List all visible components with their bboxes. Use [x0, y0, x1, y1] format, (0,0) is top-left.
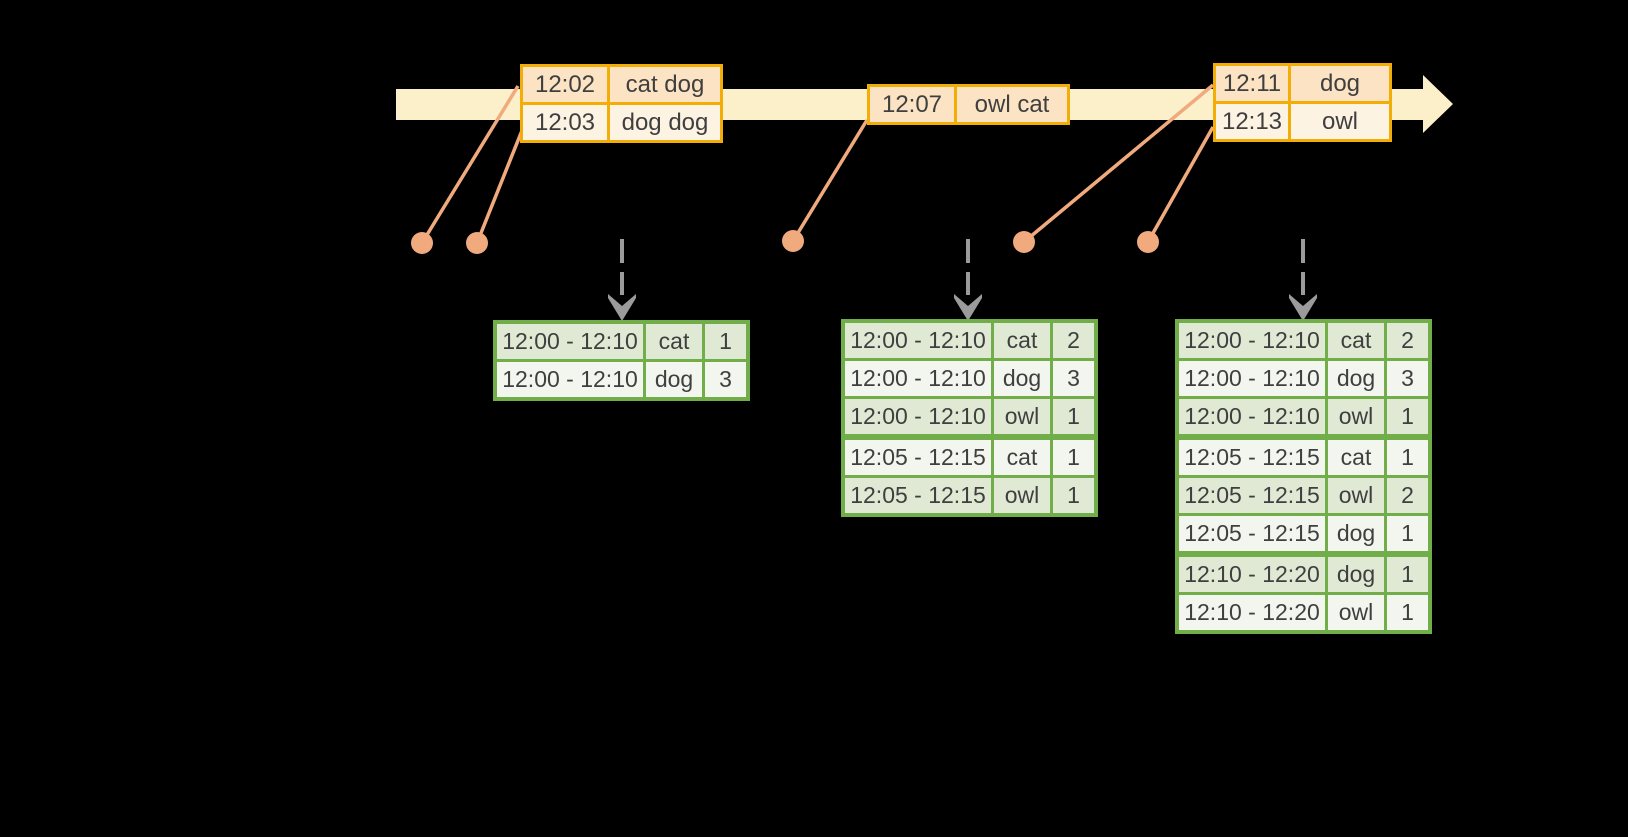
window-cell: 12:05 - 12:15 — [845, 440, 991, 475]
result-row: 12:00 - 12:10 dog 3 — [497, 362, 746, 397]
result-row: 12:05 - 12:15 cat 1 — [845, 440, 1094, 475]
count-cell: 3 — [1053, 361, 1094, 396]
result-table-3: 12:00 - 12:10 cat 2 12:00 - 12:10 dog 3 … — [1175, 319, 1432, 634]
window-cell: 12:05 - 12:15 — [1179, 516, 1325, 551]
event-dot — [1013, 231, 1035, 253]
window-cell: 12:10 - 12:20 — [1179, 557, 1325, 592]
result-row: 12:05 - 12:15 owl 1 — [845, 478, 1094, 513]
event-time-cell: 12:07 — [870, 87, 954, 122]
word-cell: owl — [1328, 478, 1384, 513]
count-cell: 2 — [1053, 323, 1094, 358]
count-cell: 3 — [705, 362, 746, 397]
count-cell: 2 — [1387, 478, 1428, 513]
event-dot — [1137, 231, 1159, 253]
result-row: 12:05 - 12:15 owl 2 — [1179, 478, 1428, 513]
window-cell: 12:00 - 12:10 — [497, 324, 643, 359]
window-cell: 12:00 - 12:10 — [845, 361, 991, 396]
event-time-cell: 12:13 — [1216, 104, 1288, 139]
window-cell: 12:00 - 12:10 — [497, 362, 643, 397]
event-row: 12:03 dog dog — [523, 105, 720, 140]
window-cell: 12:00 - 12:10 — [1179, 323, 1325, 358]
event-table-1: 12:02 cat dog 12:03 dog dog — [520, 64, 723, 143]
count-cell: 1 — [1053, 478, 1094, 513]
result-row: 12:00 - 12:10 cat 2 — [845, 323, 1094, 358]
word-cell: dog — [994, 361, 1050, 396]
count-cell: 1 — [705, 324, 746, 359]
result-table-1: 12:00 - 12:10 cat 1 12:00 - 12:10 dog 3 — [493, 320, 750, 401]
window-cell: 12:00 - 12:10 — [1179, 361, 1325, 396]
count-cell: 1 — [1387, 399, 1428, 434]
event-table-3: 12:11 dog 12:13 owl — [1213, 63, 1392, 142]
event-words-cell: dog — [1291, 66, 1389, 101]
trigger-arrow-icon — [1289, 239, 1317, 321]
result-row: 12:00 - 12:10 dog 3 — [1179, 361, 1428, 396]
count-cell: 1 — [1053, 440, 1094, 475]
word-cell: cat — [994, 440, 1050, 475]
event-connector-line — [791, 119, 869, 242]
event-row: 12:13 owl — [1216, 104, 1389, 139]
result-table-2: 12:00 - 12:10 cat 2 12:00 - 12:10 dog 3 … — [841, 319, 1098, 517]
event-connector-line — [1022, 83, 1215, 244]
window-cell: 12:10 - 12:20 — [1179, 595, 1325, 630]
event-words-cell: cat dog — [610, 67, 720, 102]
event-row: 12:02 cat dog — [523, 67, 720, 102]
count-cell: 1 — [1053, 399, 1094, 434]
timeline-arrowhead-icon — [1423, 75, 1453, 133]
result-row: 12:00 - 12:10 dog 3 — [845, 361, 1094, 396]
event-words-cell: owl cat — [957, 87, 1067, 122]
event-time-cell: 12:02 — [523, 67, 607, 102]
word-cell: dog — [1328, 557, 1384, 592]
window-cell: 12:00 - 12:10 — [845, 399, 991, 434]
word-cell: cat — [1328, 323, 1384, 358]
event-words-cell: dog dog — [610, 105, 720, 140]
event-connector-line — [1146, 126, 1215, 243]
word-cell: dog — [646, 362, 702, 397]
trigger-arrow-icon — [954, 239, 982, 321]
trigger-arrow-icon — [608, 239, 636, 321]
word-cell: dog — [1328, 361, 1384, 396]
event-connector-line — [475, 127, 525, 244]
result-row: 12:00 - 12:10 cat 2 — [1179, 323, 1428, 358]
window-cell: 12:05 - 12:15 — [1179, 440, 1325, 475]
result-row: 12:00 - 12:10 owl 1 — [845, 399, 1094, 434]
event-connector-line — [420, 85, 520, 244]
word-cell: cat — [994, 323, 1050, 358]
word-cell: cat — [646, 324, 702, 359]
event-time-cell: 12:11 — [1216, 66, 1288, 101]
window-cell: 12:05 - 12:15 — [845, 478, 991, 513]
event-words-cell: owl — [1291, 104, 1389, 139]
window-cell: 12:00 - 12:10 — [845, 323, 991, 358]
count-cell: 1 — [1387, 595, 1428, 630]
event-row: 12:11 dog — [1216, 66, 1389, 101]
count-cell: 1 — [1387, 440, 1428, 475]
event-row: 12:07 owl cat — [870, 87, 1067, 122]
word-cell: cat — [1328, 440, 1384, 475]
result-row: 12:00 - 12:10 cat 1 — [497, 324, 746, 359]
result-row: 12:05 - 12:15 dog 1 — [1179, 516, 1428, 551]
event-table-2: 12:07 owl cat — [867, 84, 1070, 125]
count-cell: 3 — [1387, 361, 1428, 396]
window-cell: 12:00 - 12:10 — [1179, 399, 1325, 434]
word-cell: owl — [1328, 595, 1384, 630]
word-cell: dog — [1328, 516, 1384, 551]
result-row: 12:05 - 12:15 cat 1 — [1179, 440, 1428, 475]
result-row: 12:10 - 12:20 dog 1 — [1179, 557, 1428, 592]
word-cell: owl — [1328, 399, 1384, 434]
count-cell: 1 — [1387, 557, 1428, 592]
count-cell: 2 — [1387, 323, 1428, 358]
word-cell: owl — [994, 478, 1050, 513]
word-cell: owl — [994, 399, 1050, 434]
count-cell: 1 — [1387, 516, 1428, 551]
event-time-cell: 12:03 — [523, 105, 607, 140]
event-dot — [411, 232, 433, 254]
event-dot — [782, 230, 804, 252]
result-row: 12:10 - 12:20 owl 1 — [1179, 595, 1428, 630]
result-row: 12:00 - 12:10 owl 1 — [1179, 399, 1428, 434]
event-dot — [466, 232, 488, 254]
window-cell: 12:05 - 12:15 — [1179, 478, 1325, 513]
